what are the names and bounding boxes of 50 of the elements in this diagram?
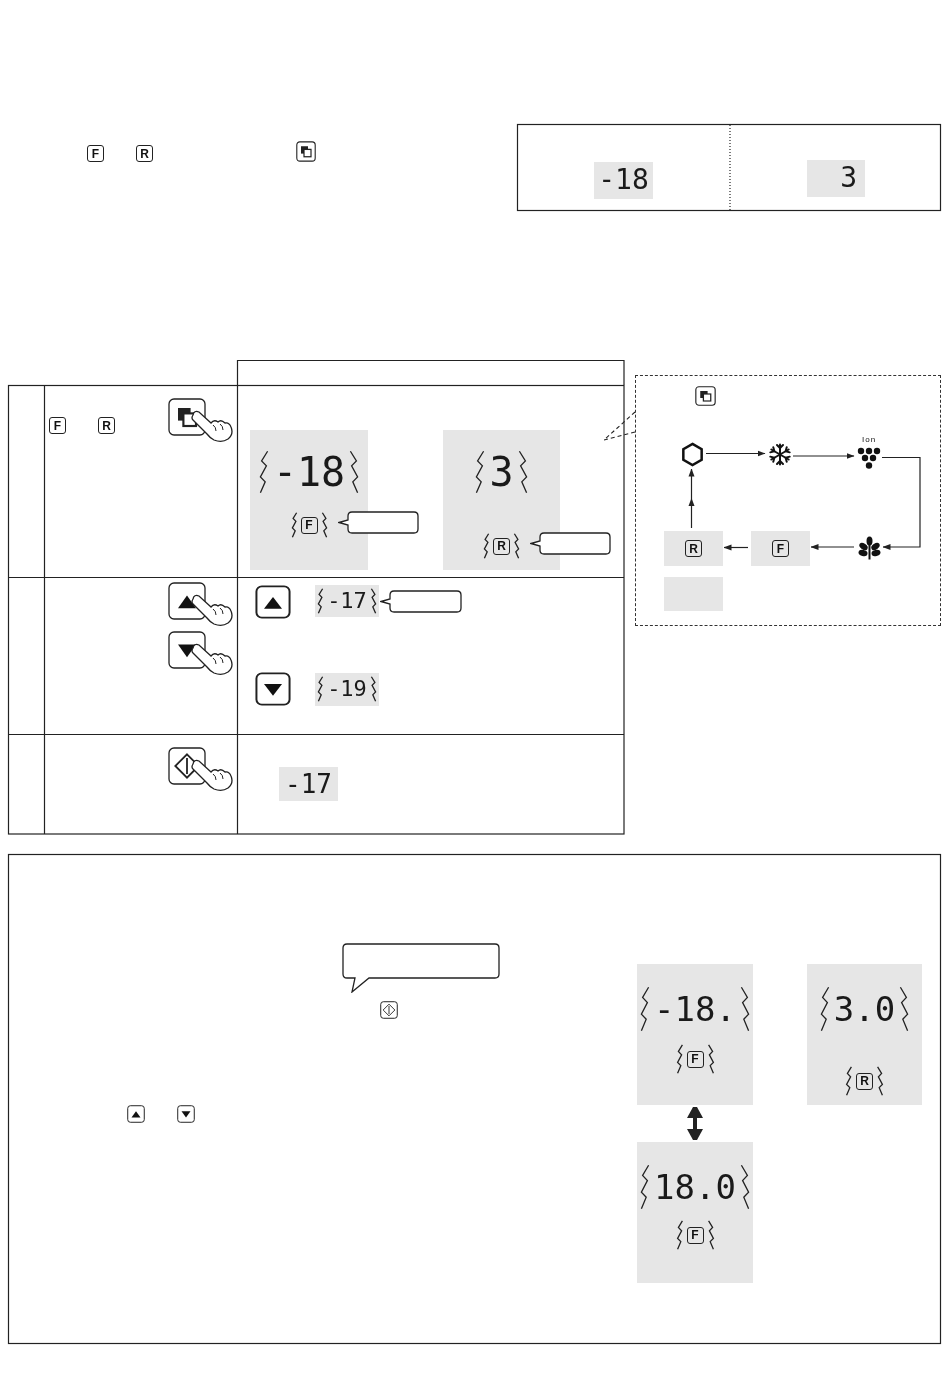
lcd-panel (637, 1142, 753, 1283)
lcd-reading: 3 (840, 164, 857, 192)
speech-bubble (338, 511, 419, 534)
key-label: R (856, 1072, 873, 1090)
display-tile (664, 531, 723, 566)
key-label: R (493, 537, 510, 555)
caption-text: Ion (862, 436, 877, 444)
hexagon-icon (680, 441, 705, 468)
arrow (792, 453, 855, 459)
lcd-reading: -18 (598, 166, 649, 194)
lcd-panel (637, 964, 753, 1105)
lcd-panel (315, 585, 379, 617)
lcd-panel (250, 430, 368, 570)
lcd-panel (807, 964, 922, 1105)
key-label: R (98, 417, 115, 434)
key-label: F (686, 1050, 704, 1068)
display-tile (664, 577, 723, 611)
snowflake-icon (768, 442, 792, 467)
callout-panel (635, 375, 941, 626)
lcd-reading: 18.0 (654, 1170, 736, 1204)
lcd-reading: -18 (272, 452, 346, 492)
key-label: R (136, 145, 153, 162)
arrow (723, 544, 749, 551)
callout-tail (603, 411, 636, 441)
display-tile (751, 531, 810, 566)
lcd-panel (315, 673, 379, 706)
arrow (881, 456, 921, 550)
speech-bubble (342, 943, 500, 993)
grapes-icon (857, 447, 881, 470)
lcd-panel (279, 767, 338, 801)
lcd-panel (443, 430, 560, 570)
leaf-icon (857, 536, 882, 560)
key-label: R (685, 540, 702, 557)
key-label: F (686, 1226, 704, 1244)
arrow (705, 450, 766, 457)
key-label: F (772, 540, 789, 557)
lcd-reading: -17 (327, 590, 367, 612)
arrow (810, 544, 855, 550)
key-label: F (300, 516, 318, 534)
lcd-reading: -18. (654, 992, 736, 1026)
key-label: F (49, 417, 66, 434)
speech-bubble (380, 590, 462, 613)
lcd-panel (807, 160, 865, 197)
lcd-reading: -19 (327, 678, 367, 700)
speech-bubble (530, 532, 611, 555)
lcd-reading: -17 (285, 771, 332, 797)
lcd-reading: 3 (489, 452, 514, 492)
key-label: F (87, 145, 104, 162)
lcd-reading: 3.0 (833, 992, 896, 1026)
arrow (688, 468, 695, 529)
